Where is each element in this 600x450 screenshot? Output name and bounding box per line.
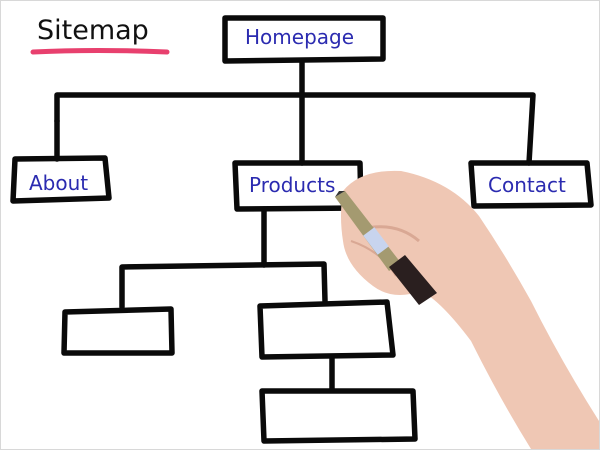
hand-holding-marker-icon	[341, 170, 599, 449]
page-title: Sitemap	[37, 15, 149, 46]
node-homepage[interactable]: Homepage	[245, 25, 355, 49]
node-contact[interactable]: Contact	[488, 173, 566, 197]
child-box-2	[257, 299, 396, 360]
marker-pen-icon	[335, 191, 437, 305]
node-about[interactable]: About	[29, 171, 89, 195]
child-box-1	[61, 306, 175, 356]
about-box	[10, 155, 112, 204]
node-products[interactable]: Products	[249, 173, 336, 197]
connector-subbranch	[119, 261, 328, 310]
connector-branch	[54, 92, 536, 166]
title-underline	[30, 48, 170, 55]
homepage-box	[222, 15, 386, 64]
child-box-3	[259, 388, 418, 444]
contact-box	[468, 160, 594, 209]
